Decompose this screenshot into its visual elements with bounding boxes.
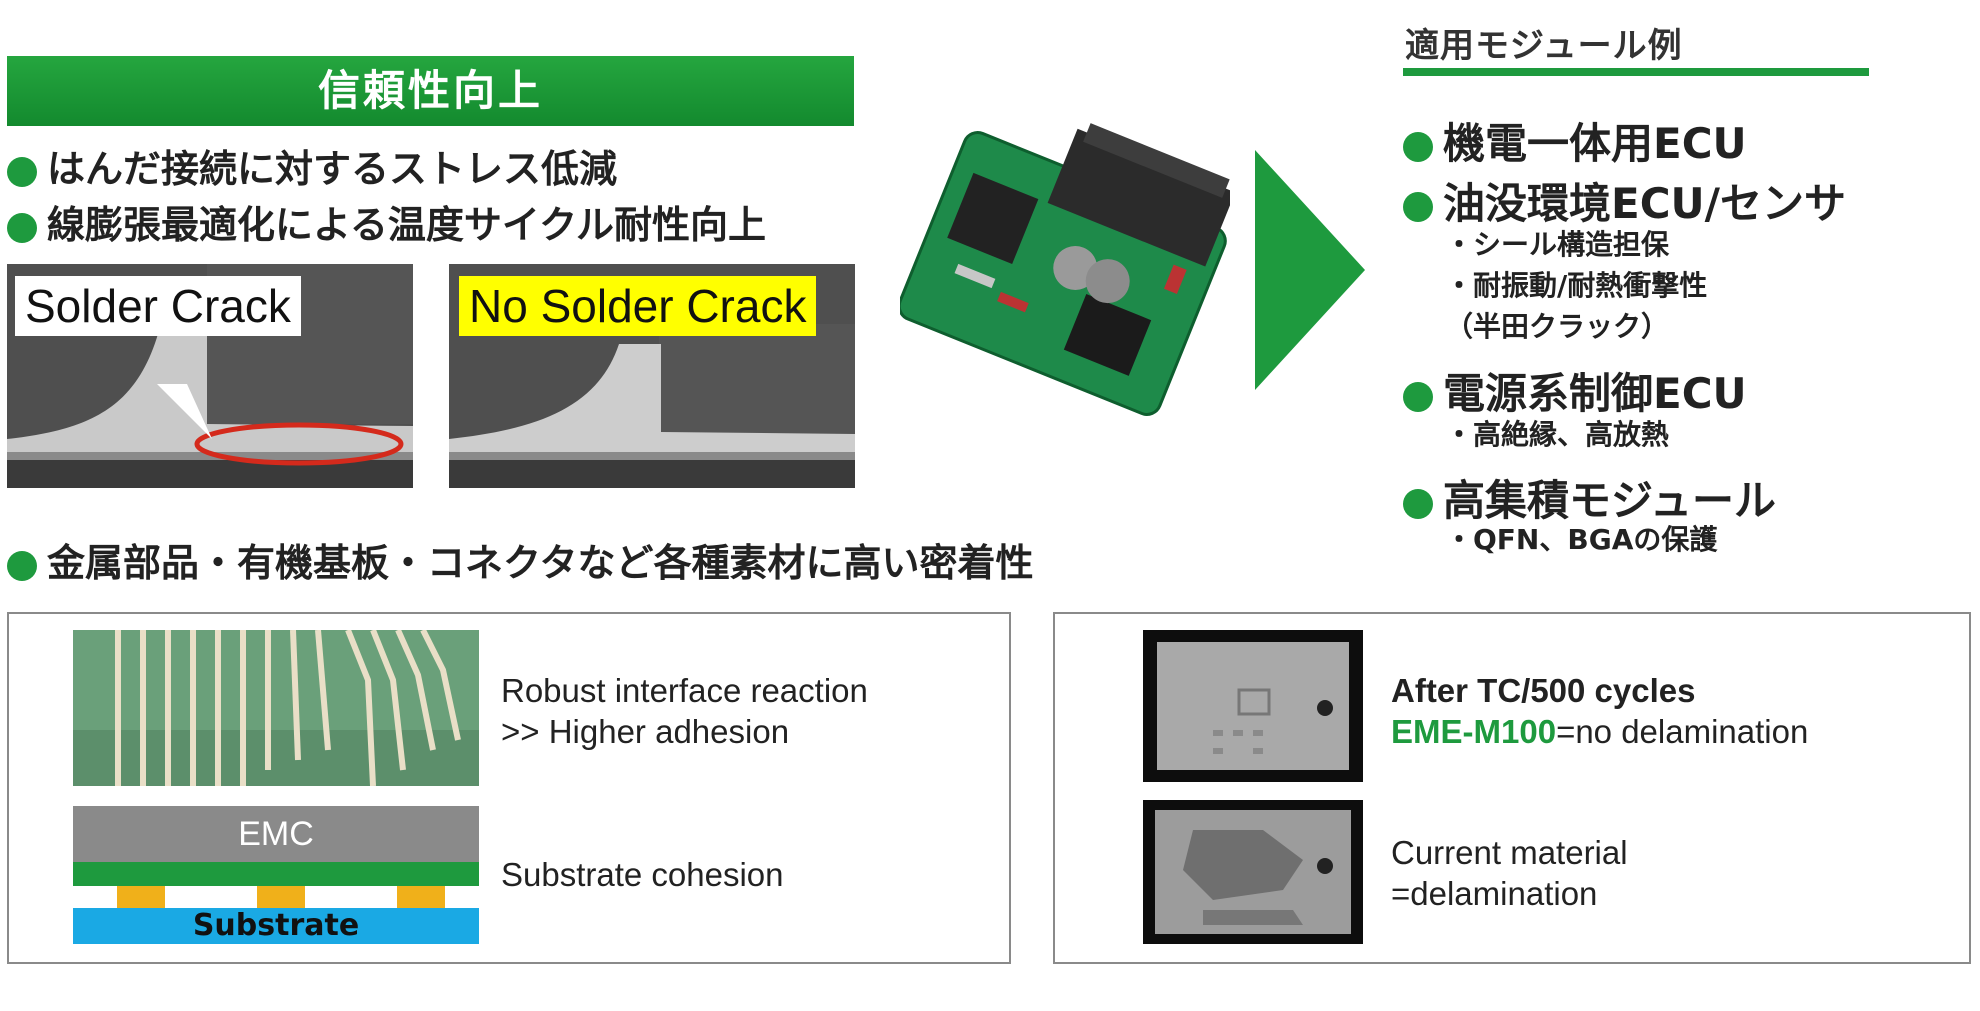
csam-after-tc-image xyxy=(1143,630,1363,782)
interface-caption-2: >> Higher adhesion xyxy=(501,713,790,750)
csam-current-photo xyxy=(1143,800,1363,944)
app-item-label: 電源系制御ECU xyxy=(1443,369,1747,418)
reliability-point-2-text: 線膨張最適化による温度サイクル耐性向上 xyxy=(47,203,766,247)
green-bullet-icon xyxy=(1403,488,1433,519)
delamination-panel: After TC/500 cycles EME-M100=no delamina… xyxy=(1053,612,1971,964)
app-sub-seal: ・シール構造担保 xyxy=(1445,228,1670,261)
no-solder-crack-micrograph: No Solder Crack xyxy=(449,264,855,488)
app-item-power-ecu: 電源系制御ECU xyxy=(1403,360,1747,421)
current-material-caption-2: =delamination xyxy=(1391,875,1598,912)
app-item-label: 機電一体用ECU xyxy=(1443,119,1747,168)
reliability-point-2: 線膨張最適化による温度サイクル耐性向上 xyxy=(7,194,766,249)
product-name: EME-M100 xyxy=(1391,713,1557,750)
interface-photo xyxy=(73,628,479,787)
copper-pad xyxy=(397,886,445,908)
layer-diagram: EMC Substrate xyxy=(73,806,479,944)
green-bullet-icon xyxy=(7,156,37,187)
current-material-caption-1: Current material xyxy=(1391,834,1628,871)
app-item-integrated-module: 高集積モジュール xyxy=(1403,467,1776,528)
app-item-mechatronic-ecu: 機電一体用ECU xyxy=(1403,110,1747,171)
reliability-point-1: はんだ接続に対するストレス低減 xyxy=(7,138,617,193)
product-result-caption: EME-M100=no delamination xyxy=(1391,711,1808,752)
app-item-label: 高集積モジュール xyxy=(1443,476,1777,525)
csam-current-image xyxy=(1143,800,1363,944)
solder-crack-label: Solder Crack xyxy=(15,276,301,336)
copper-pad xyxy=(117,886,165,908)
app-sub-qfn-bga: ・QFN、BGAの保護 xyxy=(1445,523,1718,556)
green-bullet-icon xyxy=(1403,131,1433,162)
reliability-point-1-text: はんだ接続に対するストレス低減 xyxy=(47,147,618,191)
no-solder-crack-label: No Solder Crack xyxy=(459,276,817,336)
app-sub-insulation: ・高絶縁、高放熱 xyxy=(1445,418,1670,451)
applications-title: 適用モジュール例 xyxy=(1405,26,1683,66)
app-sub-vibration: ・耐振動/耐熱衝撃性 xyxy=(1445,269,1708,302)
green-bullet-icon xyxy=(7,212,37,243)
green-bullet-icon xyxy=(1403,381,1433,412)
substrate-layer: Substrate xyxy=(73,908,479,944)
adhesion-point-text: 金属部品・有機基板・コネクタなど各種素材に高い密着性 xyxy=(47,541,1034,585)
reliability-header: 信頼性向上 xyxy=(7,56,854,126)
copper-pad xyxy=(257,886,305,908)
interface-image xyxy=(73,628,479,787)
cohesion-caption: Substrate cohesion xyxy=(501,856,784,893)
green-bullet-icon xyxy=(7,550,37,581)
after-tc-text: After TC/500 cycles xyxy=(1391,672,1696,709)
reliability-header-text: 信頼性向上 xyxy=(317,66,543,115)
solder-crack-micrograph: Solder Crack xyxy=(7,264,413,488)
adhesion-point: 金属部品・有機基板・コネクタなど各種素材に高い密着性 xyxy=(7,532,1033,587)
green-bullet-icon xyxy=(1403,191,1433,222)
csam-after-tc-photo xyxy=(1143,630,1363,782)
app-sub-solder-crack: （半田クラック） xyxy=(1445,310,1670,343)
adhesion-panel: Robust interface reaction >> Higher adhe… xyxy=(7,612,1011,964)
emc-layer: EMC xyxy=(73,806,479,862)
interface-caption-1: Robust interface reaction xyxy=(501,672,868,709)
after-tc-caption: After TC/500 cycles xyxy=(1391,670,1696,711)
applications-title-rule xyxy=(1403,68,1869,76)
app-item-label: 油没環境ECU/センサ xyxy=(1443,179,1846,228)
right-arrow-icon xyxy=(1255,150,1375,390)
ecu-module-image xyxy=(897,123,1236,416)
product-result-text: =no delamination xyxy=(1556,713,1809,750)
ecu-module-photo xyxy=(897,105,1236,445)
app-item-oil-immersed-ecu: 油没環境ECU/センサ xyxy=(1403,170,1846,231)
adhesion-layer xyxy=(73,862,479,886)
